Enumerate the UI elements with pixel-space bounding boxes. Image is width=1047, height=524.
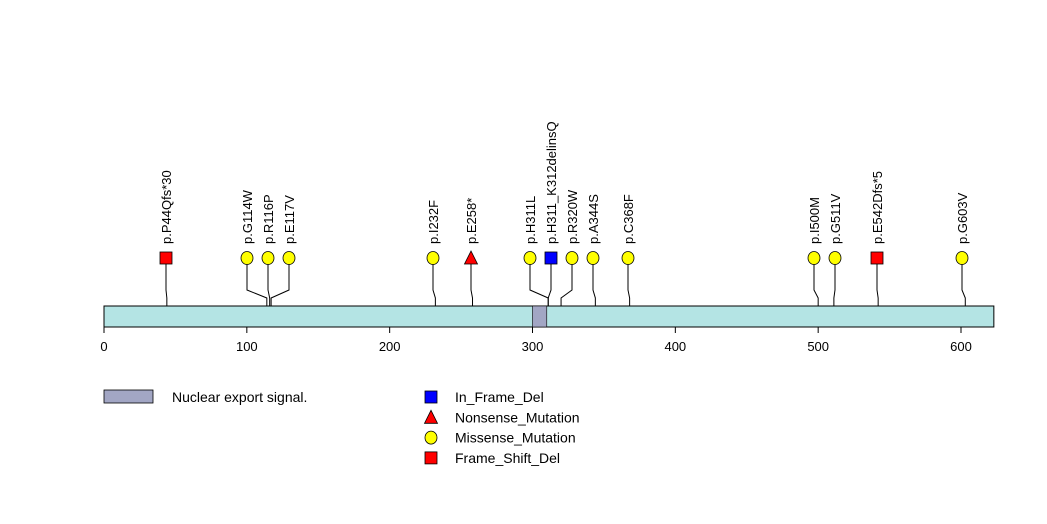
mutation-label: p.R320W	[565, 189, 580, 244]
mutation-marker	[282, 251, 296, 265]
mutation-stem	[267, 258, 271, 306]
mutation-label: p.E117V	[282, 195, 297, 244]
mutation-stem	[560, 258, 573, 306]
legend-marker-frame-shift-del	[424, 451, 438, 465]
mutation-label: p.H311L	[523, 196, 538, 244]
mutation-label: p.C368F	[621, 194, 636, 244]
x-tick-label: 500	[807, 339, 829, 354]
legend-marker-in-frame-del	[424, 390, 438, 404]
x-tick-label: 200	[379, 339, 401, 354]
legend-label: In_Frame_Del	[455, 389, 544, 405]
domain-nuclear-export-signal	[532, 305, 548, 328]
mutation-label: p.E258*	[464, 198, 479, 244]
protein-bar	[103, 305, 995, 328]
mutation-marker	[621, 251, 635, 265]
mutation-marker	[807, 251, 821, 265]
mutation-stem	[165, 258, 168, 306]
mutation-marker	[586, 251, 600, 265]
mutation-label: p.R116P	[261, 194, 276, 244]
legend-marker-nonsense-mutation	[423, 409, 439, 424]
mutation-marker	[828, 251, 842, 265]
legend-marker-missense-mutation	[424, 430, 438, 445]
mutation-marker	[523, 251, 537, 265]
x-tick-label: 100	[236, 339, 258, 354]
mutation-stem	[432, 258, 436, 306]
mutation-stem	[961, 258, 966, 306]
legend-domain-label: Nuclear export signal.	[172, 389, 307, 405]
x-tick-label: 400	[664, 339, 686, 354]
mutation-label: p.G511V	[828, 193, 843, 244]
legend-label: Nonsense_Mutation	[455, 409, 580, 425]
mutation-label: p.I232F	[426, 200, 441, 244]
mutation-label: p.G603V	[955, 192, 970, 244]
mutation-marker	[565, 251, 579, 265]
mutation-marker	[426, 251, 440, 265]
mutation-label: p.I500M	[807, 197, 822, 244]
mutation-stem	[270, 258, 290, 306]
x-tick-label: 0	[100, 339, 107, 354]
legend-label: Frame_Shift_Del	[455, 450, 560, 466]
mutation-marker	[261, 251, 275, 265]
mutation-stem	[592, 258, 596, 306]
mutation-marker	[463, 250, 479, 265]
mutation-stem	[876, 258, 879, 306]
mutation-label: p.H311_K312delinsQ	[544, 121, 559, 244]
legend-label: Missense_Mutation	[455, 430, 576, 446]
mutation-stem	[470, 258, 474, 306]
mutation-stem	[547, 258, 552, 306]
legend-domain-swatch	[103, 389, 154, 404]
mutation-label: p.A344S	[586, 194, 601, 244]
x-tick-label: 600	[950, 339, 972, 354]
mutation-label: p.G114W	[240, 189, 255, 244]
mutation-stem	[833, 258, 836, 306]
mutation-marker	[544, 251, 558, 265]
mutation-stem	[813, 258, 819, 306]
mutation-stem	[246, 258, 268, 306]
mutation-marker	[159, 251, 173, 265]
mutation-label: p.E542Dfs*5	[870, 171, 885, 244]
mutation-marker	[870, 251, 884, 265]
x-tick-label: 300	[522, 339, 544, 354]
mutation-marker	[955, 251, 969, 265]
mutation-stem	[627, 258, 631, 306]
mutation-marker	[240, 251, 254, 265]
mutation-label: p.P44Qfs*30	[159, 170, 174, 244]
mutation-stem	[529, 258, 549, 306]
